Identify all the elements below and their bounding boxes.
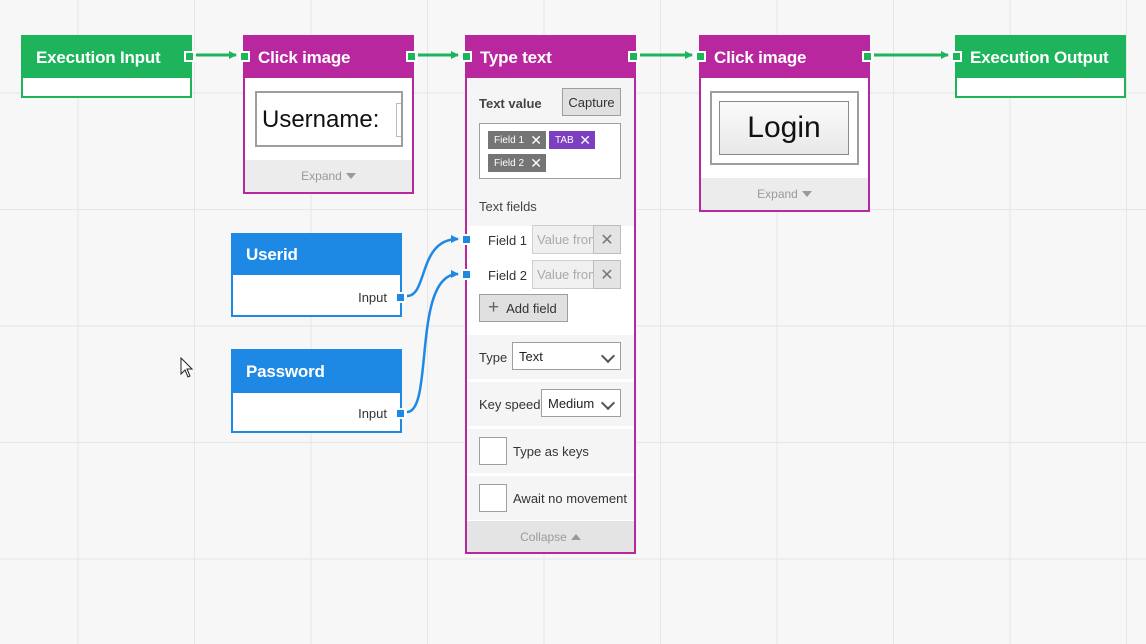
add-field-button[interactable]: + Add field <box>479 294 568 322</box>
target-image-text: Login <box>747 111 821 144</box>
output-port[interactable] <box>862 51 873 62</box>
node-title: Userid <box>233 235 400 275</box>
expand-button[interactable]: Expand <box>245 160 412 192</box>
field-2-value-input[interactable]: Value from <box>532 260 594 289</box>
output-port[interactable] <box>184 51 195 62</box>
chevron-down-icon <box>600 395 616 411</box>
output-port[interactable] <box>628 51 639 62</box>
input-port[interactable] <box>951 51 962 62</box>
token-label: Field 2 <box>494 157 525 169</box>
input-port[interactable] <box>695 51 706 62</box>
close-icon[interactable]: ✕ <box>530 155 542 171</box>
input-port[interactable] <box>239 51 250 62</box>
plus-icon: + <box>488 297 500 318</box>
wire-password-to-field-2 <box>406 270 459 414</box>
await-no-movement-label: Await no movement <box>513 491 627 506</box>
execution-input-node[interactable]: Execution Input <box>21 35 195 98</box>
text-fields-label: Text fields <box>479 199 537 214</box>
token-label: TAB <box>555 134 574 146</box>
output-port[interactable] <box>406 51 417 62</box>
userid-variable-node[interactable]: Userid Input <box>231 233 406 317</box>
click-image-node-login[interactable]: Click image Login Expand <box>695 35 873 212</box>
node-title: Execution Output <box>957 37 1124 78</box>
token-label: Field 1 <box>494 134 525 146</box>
field-2-input-port[interactable] <box>461 269 472 280</box>
add-field-label: Add field <box>506 300 557 316</box>
target-image-login: Login <box>710 91 859 165</box>
field-1-label: Field 1 <box>488 233 528 248</box>
caret-up-icon <box>570 533 581 540</box>
await-no-movement-checkbox[interactable] <box>479 484 507 512</box>
target-image-text: Username: <box>262 106 380 133</box>
field-1-input-port[interactable] <box>461 234 472 245</box>
caret-down-icon <box>801 191 812 197</box>
close-icon[interactable]: ✕ <box>530 132 542 148</box>
wire-userid-to-field-1 <box>406 235 459 298</box>
close-icon[interactable]: ✕ <box>579 132 591 148</box>
capture-button[interactable]: Capture <box>562 88 621 116</box>
type-label: Type <box>479 350 508 365</box>
type-select-value: Text <box>519 348 543 364</box>
remove-field-1-button[interactable]: ✕ <box>593 225 621 254</box>
field-2-label: Field 2 <box>488 268 528 283</box>
node-title: Password <box>233 351 400 393</box>
type-section: Type Text <box>467 335 634 379</box>
mouse-pointer-icon <box>180 357 194 378</box>
key-speed-label: Key speed <box>479 397 541 412</box>
expand-label: Expand <box>301 169 342 183</box>
port-label: Input <box>358 290 387 305</box>
click-image-node-username[interactable]: Click image Username: Expand <box>239 35 417 194</box>
input-port[interactable] <box>461 51 472 62</box>
password-variable-node[interactable]: Password Input <box>231 349 406 433</box>
node-title: Execution Input <box>23 37 190 78</box>
collapse-button[interactable]: Collapse <box>467 521 634 552</box>
output-port[interactable] <box>395 292 406 303</box>
close-icon: ✕ <box>600 266 614 284</box>
node-title: Type text <box>467 37 634 78</box>
type-as-keys-checkbox[interactable] <box>479 437 507 465</box>
node-title: Click image <box>701 37 868 78</box>
chevron-down-icon <box>600 348 616 364</box>
token-tab[interactable]: TAB ✕ <box>549 131 595 149</box>
type-as-keys-section: Type as keys <box>467 429 634 473</box>
text-value-label: Text value <box>479 96 542 111</box>
field-1-value-input[interactable]: Value from <box>532 225 594 254</box>
caret-down-icon <box>345 173 356 179</box>
type-as-keys-label: Type as keys <box>513 444 589 459</box>
key-speed-section: Key speed Medium <box>467 382 634 426</box>
node-title: Click image <box>245 37 412 78</box>
collapse-label: Collapse <box>520 529 567 544</box>
close-icon: ✕ <box>600 231 614 249</box>
key-speed-select-value: Medium <box>548 395 595 411</box>
expand-button[interactable]: Expand <box>701 178 868 210</box>
token-field-1[interactable]: Field 1 ✕ <box>488 131 546 149</box>
execution-output-node[interactable]: Execution Output <box>951 35 1126 98</box>
type-text-node[interactable]: Type text Text value Capture Field 1 ✕ T… <box>461 35 639 554</box>
image-input-edge <box>396 103 401 137</box>
key-speed-select[interactable]: Medium <box>541 389 621 417</box>
output-port[interactable] <box>395 408 406 419</box>
target-image-username: Username: <box>255 91 403 147</box>
remove-field-2-button[interactable]: ✕ <box>593 260 621 289</box>
login-button-image: Login <box>719 101 849 155</box>
token-field-2[interactable]: Field 2 ✕ <box>488 154 546 172</box>
await-no-movement-section: Await no movement <box>467 476 634 520</box>
expand-label: Expand <box>757 187 798 201</box>
type-select[interactable]: Text <box>512 342 621 370</box>
text-value-token-box[interactable]: Field 1 ✕ TAB ✕ Field 2 ✕ <box>479 123 621 179</box>
port-label: Input <box>358 406 387 421</box>
text-value-section: Text value Capture Field 1 ✕ TAB ✕ Field… <box>467 78 634 226</box>
